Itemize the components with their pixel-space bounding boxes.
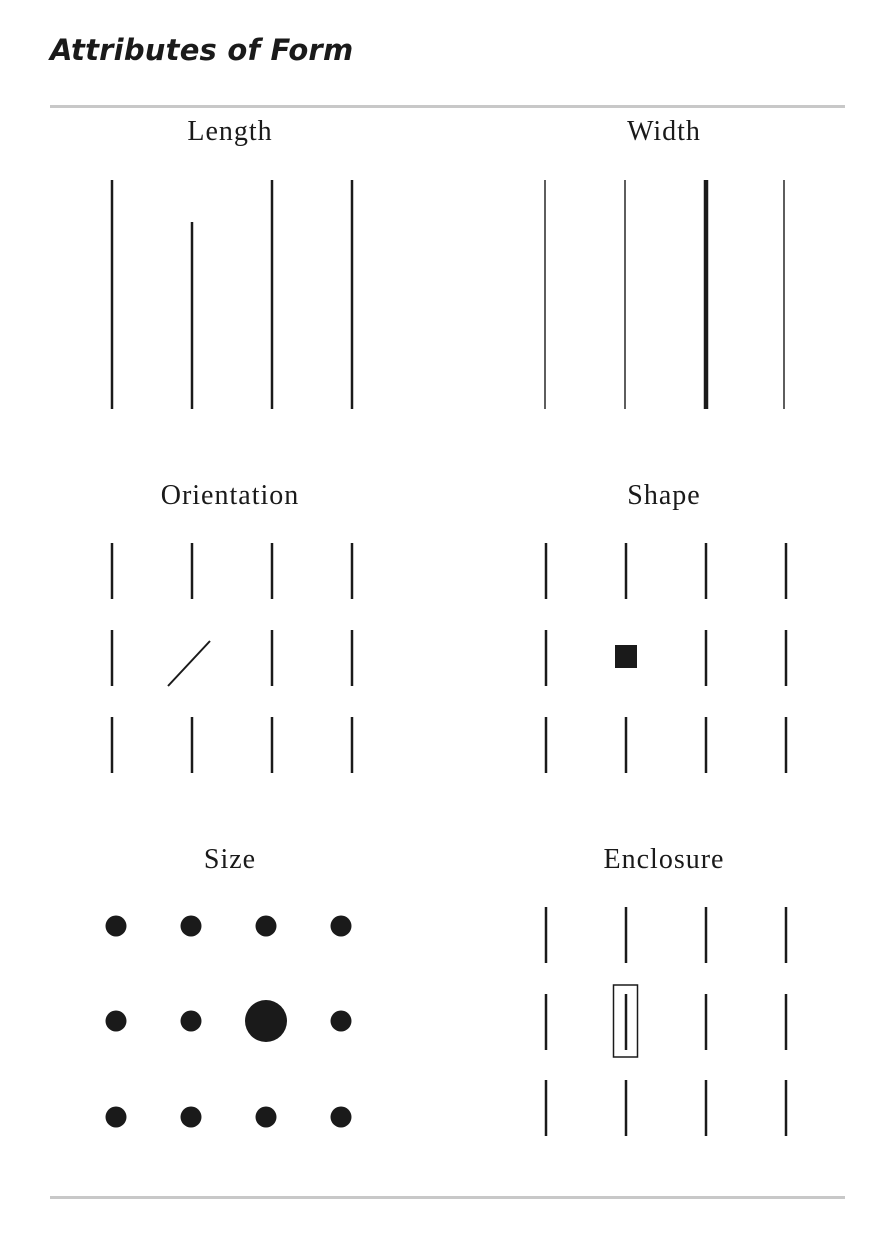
orientation-panel [110, 543, 354, 773]
size-dot [255, 915, 277, 937]
length-panel [110, 180, 354, 409]
orientation-panel-title: Orientation [160, 480, 300, 511]
size-dot [105, 1106, 127, 1128]
enclosure-panel [544, 907, 788, 1136]
bottom-divider [50, 1196, 845, 1199]
orientation-line-tilted [167, 640, 211, 687]
enclosure-panel-title: Enclosure [603, 844, 725, 875]
size-dot [180, 915, 202, 937]
top-divider [50, 105, 845, 108]
size-dot [330, 915, 352, 937]
size-dot [180, 1106, 202, 1128]
size-dot-large [245, 1000, 287, 1042]
size-dot [330, 1010, 352, 1032]
shape-panel [544, 543, 788, 773]
size-panel [105, 915, 352, 1128]
size-dot [180, 1010, 202, 1032]
length-panel-title: Length [187, 116, 273, 147]
shape-square [615, 645, 637, 668]
size-dot [255, 1106, 277, 1128]
page-title: Attributes of Form [50, 33, 354, 67]
width-panel-title: Width [627, 116, 701, 147]
size-dot [330, 1106, 352, 1128]
size-panel-title: Size [203, 844, 257, 875]
width-panel [544, 180, 785, 409]
shape-panel-title: Shape [627, 480, 701, 511]
size-dot [105, 1010, 127, 1032]
enclosure-box [612, 984, 639, 1058]
size-dot [105, 915, 127, 937]
